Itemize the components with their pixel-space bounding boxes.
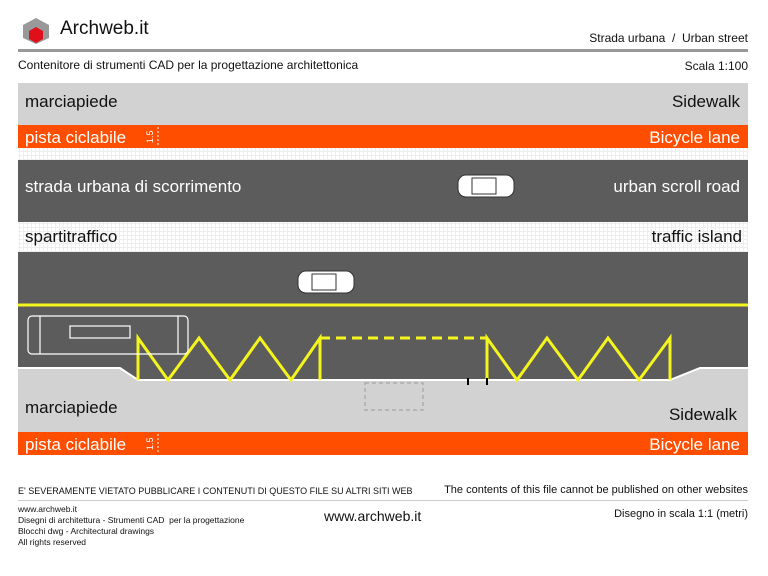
label-sidewalk: Sidewalk <box>672 92 741 111</box>
label-marciapiede: marciapiede <box>25 92 118 111</box>
scale-label: Scala 1:100 <box>684 59 748 73</box>
label-pista-ciclabile: pista ciclabile <box>25 128 126 147</box>
header-divider <box>18 49 748 52</box>
drawing-title: Strada urbana / Urban street <box>589 31 748 45</box>
label-bicycle-lane: Bicycle lane <box>649 128 740 147</box>
footer-line: All rights reserved <box>18 537 87 547</box>
bus-icon <box>27 315 189 355</box>
bus-shelter-outline <box>364 382 424 411</box>
paving-strip <box>18 148 748 160</box>
label-pista-ciclabile-bottom: pista ciclabile <box>25 435 126 454</box>
website-link[interactable]: www.archweb.it <box>324 508 422 524</box>
label-traffic-island: traffic island <box>652 227 742 246</box>
footer-line: Disegni di architettura - Strumenti CAD … <box>18 515 245 525</box>
warning-english: The contents of this file cannot be publ… <box>444 484 748 496</box>
traffic-island <box>18 222 748 252</box>
bottom-sidewalk <box>18 368 748 432</box>
bottom-bike-lane <box>18 432 748 455</box>
label-marciapiede-bottom: marciapiede <box>25 398 118 417</box>
label-spartitraffico: spartitraffico <box>25 227 117 246</box>
footer-info: www.archweb.it Disegni di architettura -… <box>18 504 244 548</box>
label-bicycle-lane-bottom: Bicycle lane <box>649 435 740 454</box>
warning-italian: E' SEVERAMENTE VIETATO PUBBLICARE I CONT… <box>18 486 413 496</box>
archweb-logo <box>23 18 49 44</box>
subtitle: Contenitore di strumenti CAD per la prog… <box>18 58 359 72</box>
drawing-scale-note: Disegno in scala 1:1 (metri) <box>614 508 748 520</box>
upper-road <box>18 160 748 222</box>
footer-divider <box>18 500 748 501</box>
bike-lane-dimension: 1.5 <box>145 130 155 143</box>
bike-lane-dimension-bottom: 1.5 <box>145 437 155 450</box>
zigzag-marking <box>136 333 322 383</box>
brand-name: Archweb.it <box>60 18 149 39</box>
zigzag-marking <box>485 333 672 383</box>
label-strada-urbana: strada urbana di scorrimento <box>25 177 241 196</box>
top-bike-lane <box>18 125 748 148</box>
label-urban-road: urban scroll road <box>613 177 740 196</box>
footer-line: Blocchi dwg - Architectural drawings <box>18 526 155 536</box>
top-sidewalk <box>18 83 748 125</box>
footer-line: www.archweb.it <box>18 504 78 514</box>
lower-road <box>18 252 748 380</box>
car-icon <box>457 174 515 198</box>
label-sidewalk-bottom: Sidewalk <box>669 405 738 424</box>
car-icon <box>297 270 355 294</box>
